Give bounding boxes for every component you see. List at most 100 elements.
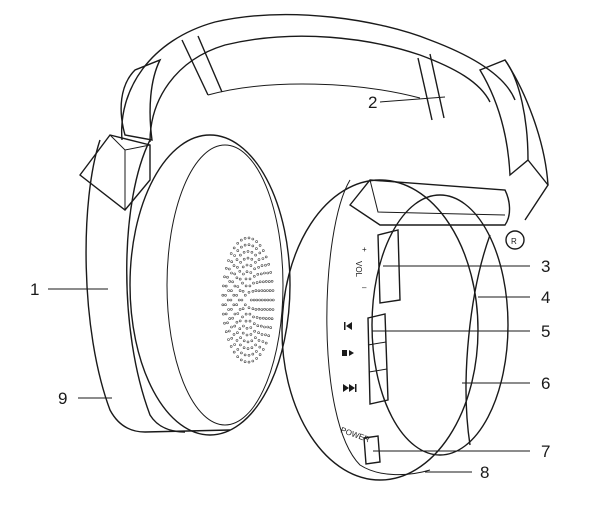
volume-control[interactable]: + VOL – [354,229,401,304]
grille-dot [232,293,236,297]
grille-dot [267,262,271,266]
grille-dot [236,249,240,252]
grille-dot [252,281,255,285]
grille-dot [253,322,256,326]
grille-dot [228,280,231,283]
grille-dot [251,359,255,363]
grille-dot [267,280,271,283]
callout-1: 1 [30,280,39,299]
grille-dot [248,284,252,288]
grille-dot [262,280,265,284]
grille-dot [239,260,242,264]
grille-dot [238,327,242,331]
grille-dot [250,257,254,261]
grille-dot [243,360,247,364]
grille-dot [227,289,230,292]
grille-dot [238,277,242,281]
grille-dot [233,324,236,328]
grille-dot [258,353,262,356]
grille-dot [253,329,256,333]
grille-dot [238,269,242,273]
grille-dot [257,289,261,293]
grille-dot [255,247,258,250]
grille-dot [233,254,236,257]
grille-dot [242,324,245,328]
grille-dot [255,298,259,302]
callout-2: 2 [368,93,377,112]
grille-dot [240,358,243,362]
callout-5: 5 [541,322,550,341]
grille-dot [247,360,251,364]
grille-dot [249,271,253,274]
grille-dot [235,276,239,280]
leader-lines [48,96,530,473]
grille-dot [242,346,246,350]
grille-dot [233,343,236,346]
grille-dot [260,333,264,336]
grille-dot [260,264,264,267]
right-earcup [281,179,525,481]
grille-dot [255,316,259,319]
grille-dot [223,275,226,279]
grille-dot [244,284,248,288]
grille-dot [246,250,250,253]
grille-dot [264,255,268,259]
power-switch[interactable]: POWER [339,425,381,465]
grille-dot [222,284,225,288]
grille-dot [259,324,263,328]
grille-dot [258,345,262,349]
grille-dot [235,303,238,307]
grille-dot [250,298,253,302]
grille-dot [230,325,233,329]
grille-dot [247,236,251,240]
grille-dot [229,252,233,255]
grille-dot [239,343,242,347]
grille-dot [239,253,242,257]
callout-7: 7 [541,442,550,461]
grille-dot [264,333,267,337]
grille-dot [257,265,260,269]
grille-dot [245,270,249,274]
grille-dot [253,267,256,271]
grille-dot [226,275,229,279]
grille-dot [245,333,249,337]
grille-dot [227,338,230,341]
grille-dot [221,303,225,307]
grille-dot [232,333,236,336]
grille-dot [255,350,258,353]
skip-back-icon [344,322,352,330]
grille-dot [230,289,233,293]
grille-dot [264,280,268,283]
grille-dot [261,257,265,260]
grille-dot [236,242,239,245]
svg-text:R: R [511,237,517,246]
grille-dot [244,319,248,323]
grille-dot [254,253,257,257]
grille-dot [266,325,270,329]
grille-dot [224,303,227,307]
grille-dot [247,306,251,310]
headband [120,13,549,221]
grille-dot [268,308,272,311]
grille-dot [256,324,260,328]
grille-dot [247,290,251,294]
callout-4: 4 [541,288,550,307]
grille-dot [268,289,272,292]
grille-dot [252,298,256,302]
grille-dot [250,346,254,350]
grille-dot [253,274,256,278]
grille-dot [260,289,264,292]
grille-dot [263,298,267,302]
grille-dot [255,357,258,360]
playback-controls[interactable] [342,313,389,405]
grille-dot [250,251,254,254]
callout-8: 8 [480,463,489,482]
grille-dot [227,308,230,311]
grille-dot [254,260,257,264]
grille-dot [241,281,244,285]
grille-dot [231,280,234,284]
grille-dot [251,289,255,293]
grille-dot [224,312,228,316]
grille-dot [235,320,239,324]
grille-dot [249,326,253,329]
